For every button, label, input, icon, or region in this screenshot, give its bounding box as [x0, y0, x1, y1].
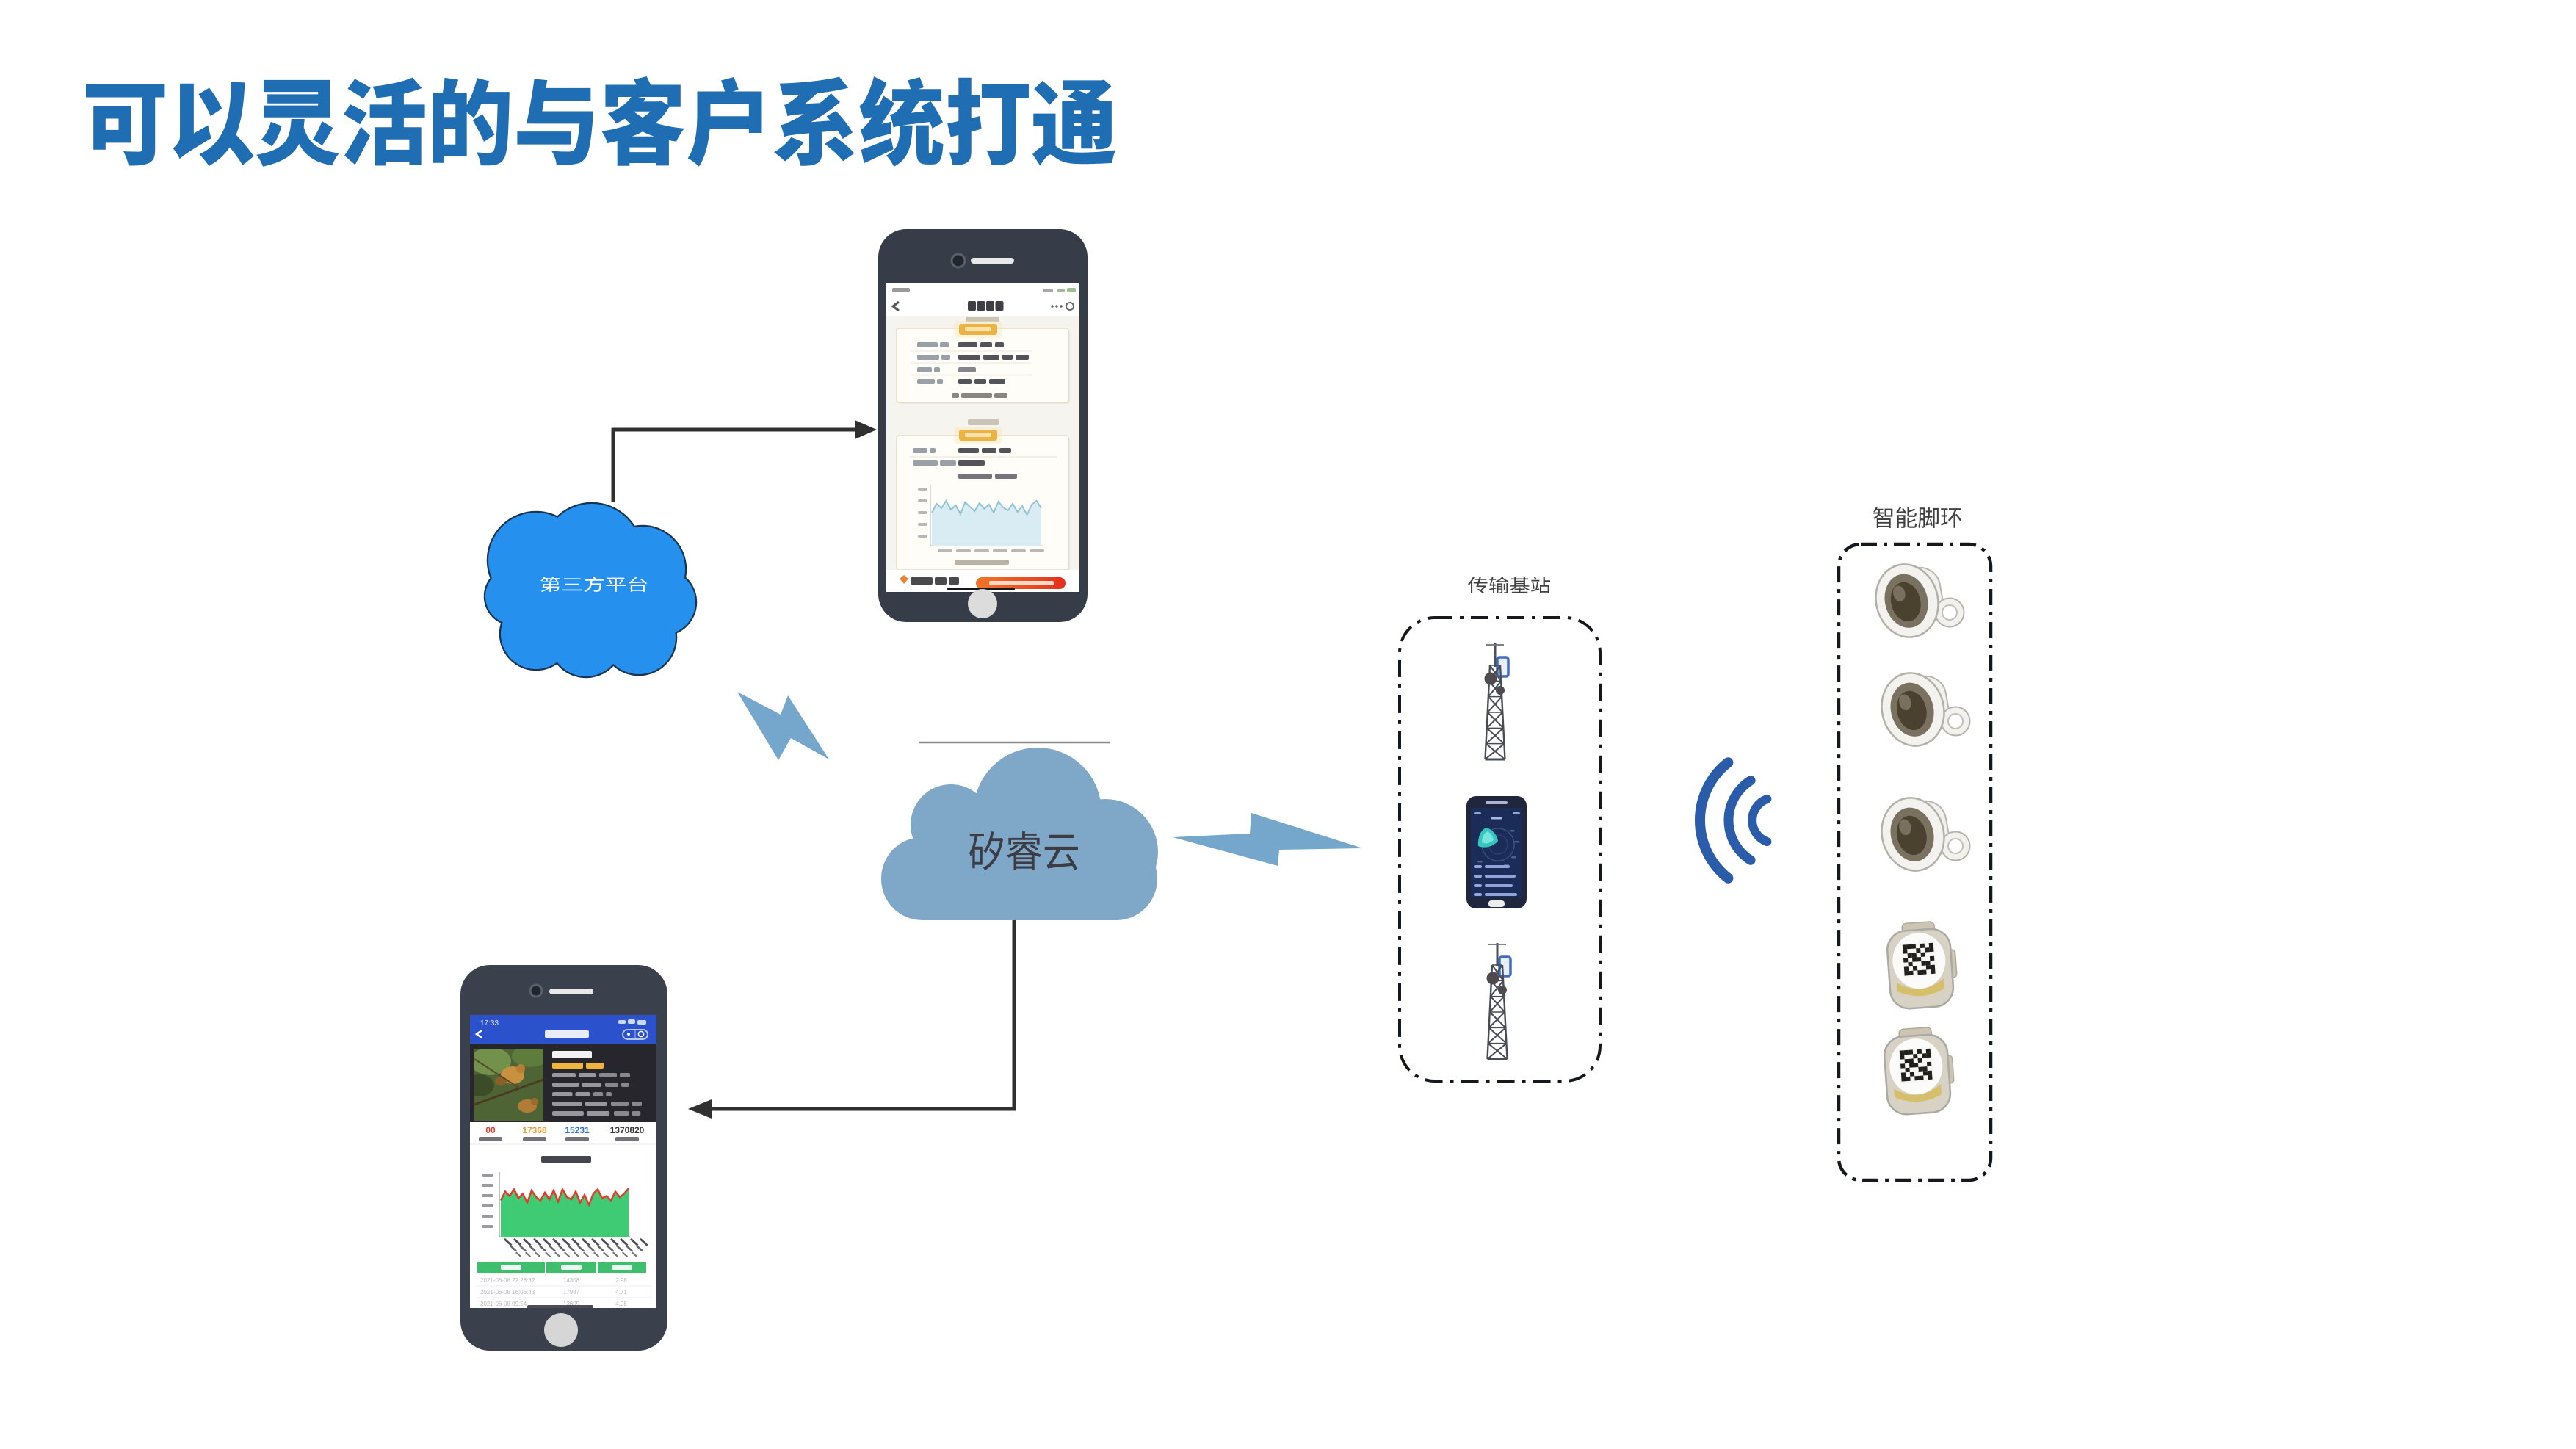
- svg-text:1370820: 1370820: [610, 1125, 645, 1135]
- svg-text:2021-06-08 22:28:32: 2021-06-08 22:28:32: [480, 1277, 535, 1284]
- svg-text:13609: 13609: [563, 1301, 580, 1307]
- svg-text:2021-06-08 16:06:43: 2021-06-08 16:06:43: [480, 1289, 535, 1296]
- svg-text:17987: 17987: [563, 1289, 580, 1296]
- svg-text:4.08: 4.08: [615, 1301, 627, 1307]
- svg-text:2021-06-08 09:54: 2021-06-08 09:54: [480, 1301, 527, 1307]
- svg-text:15231: 15231: [565, 1125, 590, 1135]
- svg-text:14308: 14308: [563, 1277, 580, 1284]
- svg-text:4.71: 4.71: [615, 1289, 627, 1296]
- svg-text:00: 00: [485, 1125, 496, 1135]
- svg-text:17:33: 17:33: [480, 1019, 499, 1027]
- svg-text:2.98: 2.98: [615, 1277, 627, 1284]
- svg-text:17368: 17368: [522, 1125, 547, 1135]
